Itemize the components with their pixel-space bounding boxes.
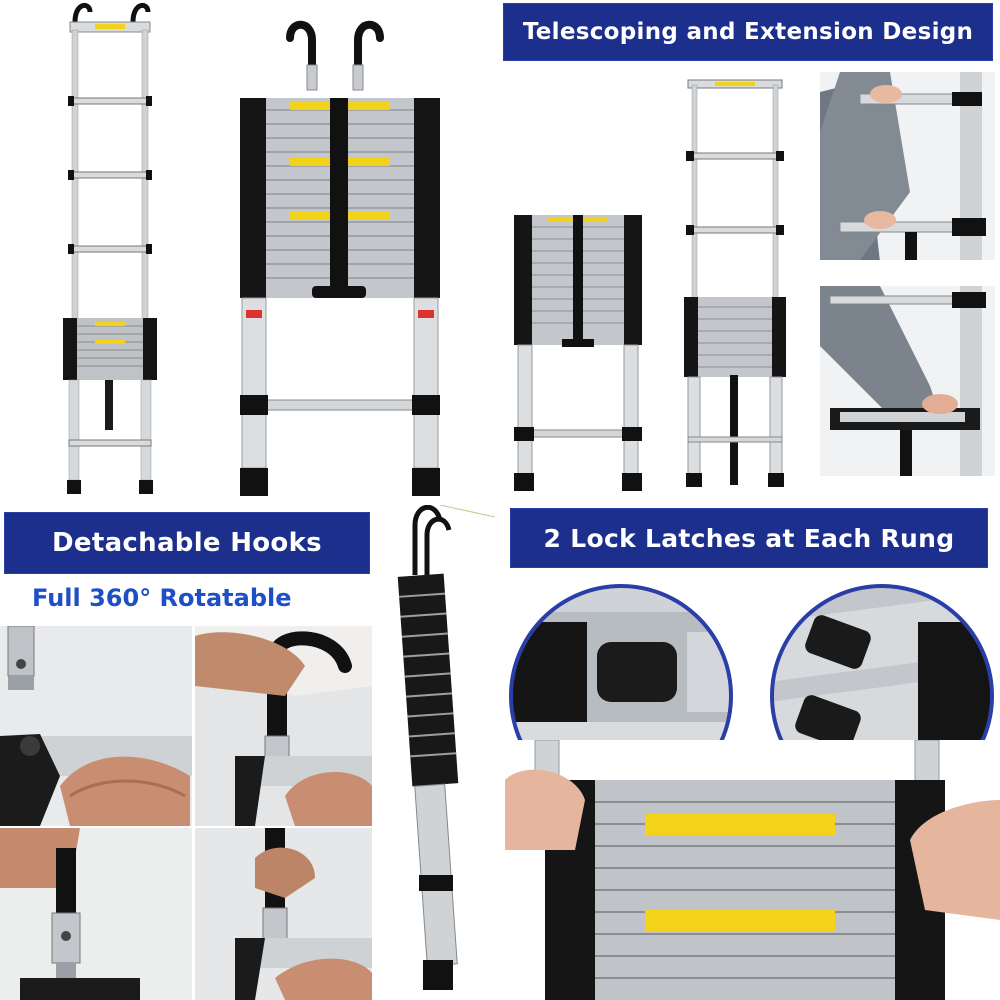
- hands-holding-ladder-photo: [505, 740, 1000, 1000]
- rotatable-subtitle: Full 360° Rotatable: [32, 584, 292, 612]
- extended-ladder-photo: [55, 0, 165, 500]
- latch-closeup-left: [507, 582, 735, 810]
- hook-photo-4: [195, 828, 372, 1000]
- hook-photo-2: [195, 626, 372, 826]
- lock-latches-banner: 2 Lock Latches at Each Rung: [510, 508, 988, 568]
- hook-photo-1: [0, 626, 192, 826]
- extending-photo-bottom: [820, 286, 995, 476]
- collapsed-ladder-photo: [230, 10, 450, 500]
- telescoping-banner: Telescoping and Extension Design: [503, 3, 993, 61]
- small-collapsed-ladder-photo: [508, 205, 648, 495]
- hook-photo-3: [0, 828, 192, 1000]
- extending-photo-top: [820, 72, 995, 260]
- ladder-with-hooks-photo: [385, 505, 505, 1000]
- detachable-hooks-banner: Detachable Hooks: [4, 512, 370, 574]
- partially-extended-ladder-photo: [680, 75, 790, 495]
